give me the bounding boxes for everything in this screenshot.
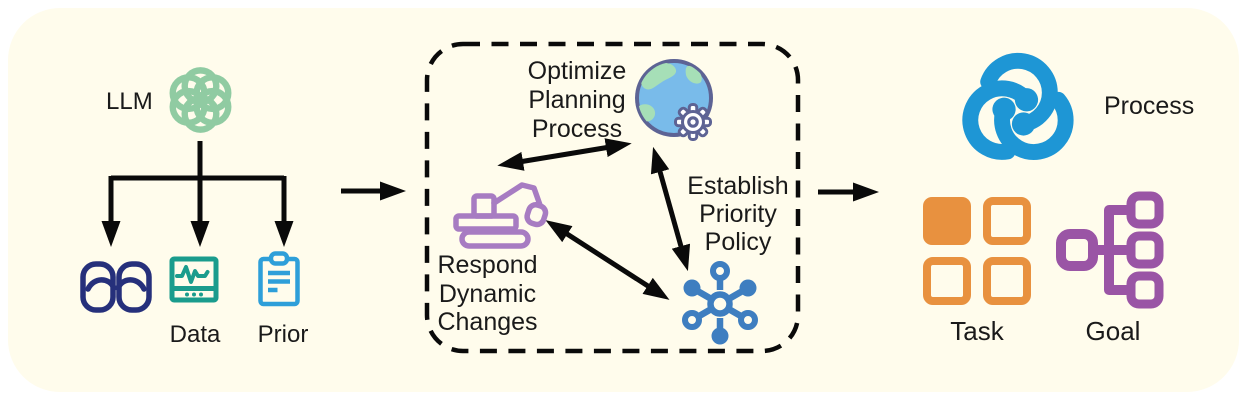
data-label: Data xyxy=(169,321,221,348)
respond-line: Changes xyxy=(437,308,538,336)
vitals-monitor-icon xyxy=(169,256,219,303)
network-hub-icon xyxy=(682,261,758,345)
respond-dynamic-text: Respond Dynamic Changes xyxy=(420,251,555,337)
goal-label: Goal xyxy=(1085,316,1141,346)
openai-logo-icon xyxy=(169,67,232,133)
arrow-respond-optimize xyxy=(497,138,632,171)
planning-boundary-box xyxy=(424,41,801,354)
triskelion-process-icon xyxy=(962,52,1074,160)
optimize-planning-text: Optimize Planning Process xyxy=(507,57,647,144)
llm-label: LLM xyxy=(106,88,153,115)
optimize-line: Planning xyxy=(528,86,626,114)
arrow-optimize-establish xyxy=(650,146,691,272)
gear-icon xyxy=(674,103,712,141)
hierarchy-tree-icon xyxy=(1056,191,1164,309)
establish-line: Priority xyxy=(699,200,777,228)
optimize-line: Optimize xyxy=(527,57,627,85)
task-label: Task xyxy=(950,316,1004,346)
establish-line: Policy xyxy=(704,228,772,256)
establish-priority-text: Establish Priority Policy xyxy=(673,172,803,256)
lungs-icon xyxy=(80,261,152,313)
llm-branch-arrows xyxy=(101,141,294,247)
excavator-icon xyxy=(453,182,549,249)
optimize-line: Process xyxy=(531,115,623,143)
clipboard-icon xyxy=(258,251,300,307)
establish-line: Establish xyxy=(687,172,789,200)
respond-line: Dynamic xyxy=(438,279,537,308)
respond-line: Respond xyxy=(437,251,538,279)
prior-label: Prior xyxy=(257,321,309,348)
grid-squares-icon xyxy=(923,197,1031,305)
globe-gear-icon xyxy=(635,59,713,141)
process-label: Process xyxy=(1104,92,1195,120)
arrow-respond-establish xyxy=(545,220,670,300)
